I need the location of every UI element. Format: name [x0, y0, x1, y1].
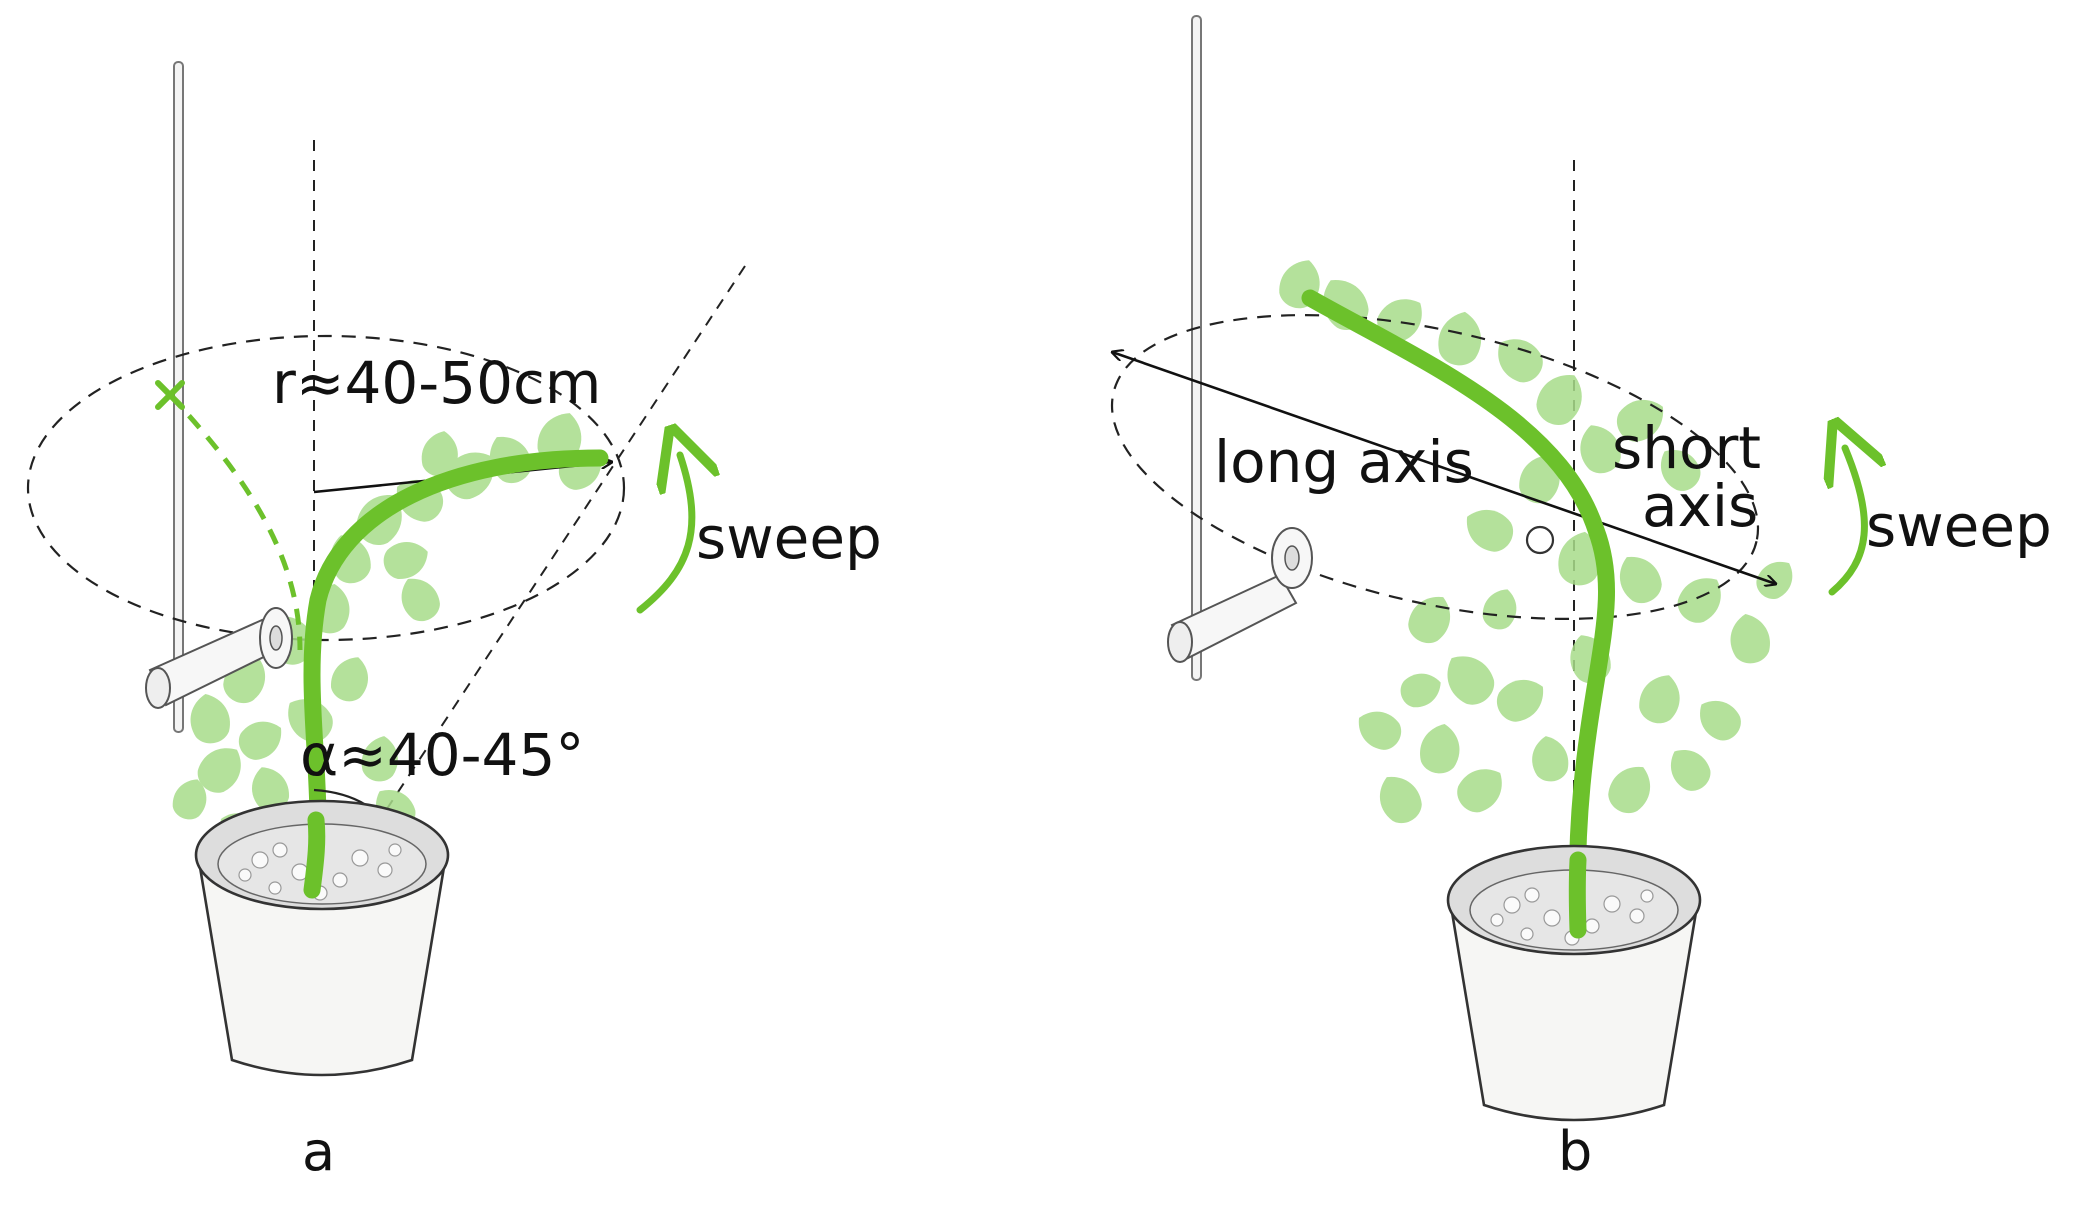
plant-stem — [303, 449, 609, 899]
nozzle-icon — [1167, 527, 1313, 663]
stem-base — [1568, 851, 1587, 939]
short-axis-label-line2: axis — [1642, 472, 1758, 540]
previous-stem-path — [168, 393, 303, 651]
tilt-reference-line — [339, 265, 746, 881]
sweep-ellipse — [26, 334, 626, 642]
sweep-label-a: sweep — [696, 504, 882, 572]
radius-label: r≈40-50cm — [272, 349, 601, 417]
sweep-arrow-icon — [1832, 448, 1864, 596]
plant-stem — [1301, 289, 1615, 939]
nozzle-icon — [145, 607, 293, 709]
short-axis-label-line1: short — [1612, 414, 1761, 482]
long-axis-label: long axis — [1214, 428, 1474, 496]
angle-label: α≈40-45° — [300, 721, 584, 789]
long-axis-arrow — [1112, 352, 1776, 584]
support-rod-icon — [1191, 15, 1202, 681]
panel-a: r≈40-50cm sweep α≈40-45° a — [26, 61, 882, 1183]
sweep-label-b: sweep — [1866, 492, 2052, 560]
x-marker-icon — [155, 380, 185, 410]
panel-label-b: b — [1558, 1120, 1592, 1183]
stem-base — [303, 811, 326, 899]
center-circle-icon — [1525, 525, 1555, 555]
panel-b: long axis short axis sweep b — [1083, 15, 2052, 1183]
panel-label-a: a — [302, 1120, 335, 1183]
sweep-arrow-icon — [636, 455, 692, 614]
